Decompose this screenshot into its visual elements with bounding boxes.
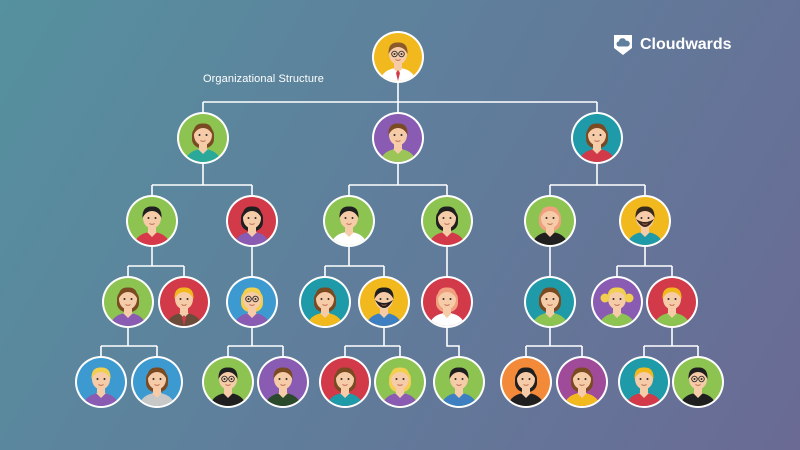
cloud-shield-icon	[614, 35, 632, 55]
person-avatar-b12	[358, 276, 410, 328]
person-avatar-b11	[299, 276, 351, 328]
connector-a1	[127, 245, 185, 278]
person-avatar-a212	[257, 356, 309, 408]
person-avatar-a21	[226, 276, 278, 328]
person-nodes	[75, 31, 724, 408]
person-avatar-a112	[131, 356, 183, 408]
person-avatar-a1	[126, 195, 178, 247]
connector-b12	[344, 326, 401, 358]
brand-name: Cloudwards	[640, 36, 732, 53]
person-avatar-b121	[319, 356, 371, 408]
connector-m2	[348, 162, 448, 197]
person-avatar-ceo	[372, 31, 424, 83]
person-avatar-a111	[75, 356, 127, 408]
person-avatar-c11	[524, 276, 576, 328]
connector-c2	[616, 245, 673, 278]
person-avatar-c111	[500, 356, 552, 408]
connector-m3	[549, 162, 646, 197]
person-avatar-m3	[571, 112, 623, 164]
diagram-title: Organizational Structure	[203, 73, 325, 85]
person-avatar-b122	[374, 356, 426, 408]
person-avatar-a211	[202, 356, 254, 408]
person-avatar-m1	[177, 112, 229, 164]
connector-b1	[324, 245, 385, 278]
person-avatar-c112	[556, 356, 608, 408]
connector-a11	[100, 326, 158, 358]
person-avatar-b211	[433, 356, 485, 408]
person-avatar-c222	[672, 356, 724, 408]
connector-b21	[446, 326, 460, 358]
person-avatar-c2	[619, 195, 671, 247]
person-avatar-c22	[646, 276, 698, 328]
person-avatar-b2	[421, 195, 473, 247]
person-avatar-c221	[618, 356, 670, 408]
person-avatar-m2	[372, 112, 424, 164]
connector-a21	[227, 326, 284, 358]
connector-c22	[643, 326, 699, 358]
person-avatar-a2	[226, 195, 278, 247]
person-avatar-a12	[158, 276, 210, 328]
person-avatar-c21	[591, 276, 643, 328]
connector-ceo	[202, 81, 598, 114]
connector-c11	[525, 326, 583, 358]
person-avatar-b1	[323, 195, 375, 247]
person-avatar-c1	[524, 195, 576, 247]
brand-logo: Cloudwards	[612, 33, 732, 57]
person-avatar-a11	[102, 276, 154, 328]
connector-m1	[151, 162, 253, 197]
person-avatar-b21	[421, 276, 473, 328]
